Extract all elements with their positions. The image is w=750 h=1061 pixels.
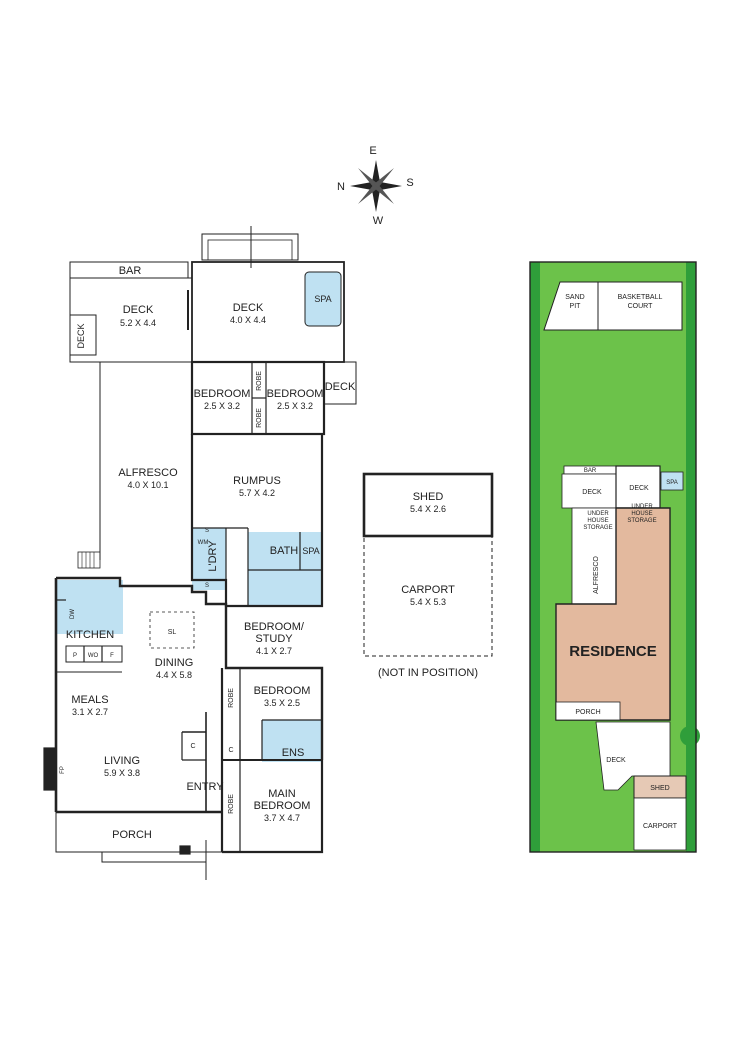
dining-label: DINING (155, 657, 194, 669)
robe-label-4: ROBE (228, 794, 235, 814)
compass-east: E (369, 145, 376, 157)
main-floor-plan (43, 226, 357, 880)
alfresco-size: 4.0 X 10.1 (127, 480, 168, 490)
meals-label: MEALS (71, 694, 108, 706)
fridge-label: F (110, 653, 114, 659)
entry-label: ENTRY (186, 781, 224, 793)
meals-size: 3.1 X 2.7 (72, 707, 108, 717)
bedroom-1-size: 2.5 X 3.2 (204, 401, 240, 411)
deck-left-label: DECK (123, 304, 154, 316)
rumpus-size: 5.7 X 4.2 (239, 488, 275, 498)
carport-label: CARPORT (401, 584, 455, 596)
main-bedroom-size: 3.7 X 4.7 (264, 813, 300, 823)
site-bar-label: BAR (584, 468, 597, 474)
not-in-position-note: (NOT IN POSITION) (378, 667, 478, 679)
site-deck-2-label: DECK (629, 485, 649, 492)
site-deck-1-label: DECK (582, 489, 602, 496)
spa-label: SPA (314, 294, 331, 304)
study-label-2: STUDY (255, 633, 293, 645)
bath-label: BATH (270, 545, 299, 557)
shed-size: 5.4 X 2.6 (410, 504, 446, 514)
porch-label: PORCH (112, 829, 152, 841)
bedroom-2-label: BEDROOM (267, 388, 324, 400)
living-size: 5.9 X 3.8 (104, 768, 140, 778)
main-bedroom-label-2: BEDROOM (254, 800, 311, 812)
carport-size: 5.4 X 5.3 (410, 597, 446, 607)
skylight-label: SL (168, 629, 177, 636)
basketball-label-1: BASKETBALL (618, 294, 663, 301)
robe-label-1: ROBE (256, 371, 263, 391)
compass-rose: E N S W (337, 145, 414, 227)
cupboard-label-1: C (190, 743, 195, 750)
under-storage-left-1: UNDER (587, 511, 609, 517)
sand-pit-label-1: SAND (565, 294, 584, 301)
deck-centre-size: 4.0 X 4.4 (230, 315, 266, 325)
fireplace-label: FP (60, 766, 66, 774)
under-storage-left-3: STORAGE (583, 525, 612, 531)
deck-left-size: 5.2 X 4.4 (120, 318, 156, 328)
residence-label: RESIDENCE (569, 643, 657, 660)
study-label-1: BEDROOM/ (244, 621, 305, 633)
compass-south: S (406, 177, 413, 189)
floor-plan-labels: BAR DECK 5.2 X 4.4 DECK DECK 4.0 X 4.4 S… (60, 265, 356, 841)
dw-label: DW (70, 609, 76, 619)
basketball-label-2: COURT (628, 303, 653, 310)
s-label-2: S (205, 583, 209, 589)
under-storage-left-2: HOUSE (587, 518, 608, 524)
site-plan: SAND PIT BASKETBALL COURT BAR DECK DECK … (529, 261, 700, 853)
shed-label: SHED (413, 491, 444, 503)
dining-size: 4.4 X 5.8 (156, 670, 192, 680)
sand-pit-label-2: PIT (570, 303, 582, 310)
bedroom-2-size: 2.5 X 3.2 (277, 401, 313, 411)
s-label-1: S (205, 528, 209, 534)
alfresco-label: ALFRESCO (118, 467, 178, 479)
robe-label-3: ROBE (228, 688, 235, 708)
under-storage-right-1: UNDER (631, 504, 653, 510)
living-label: LIVING (104, 755, 140, 767)
bedroom-1-label: BEDROOM (194, 388, 251, 400)
kitchen-label: KITCHEN (66, 629, 114, 641)
site-spa-label: SPA (666, 480, 678, 486)
bedroom-3-size: 3.5 X 2.5 (264, 698, 300, 708)
main-bedroom-label-1: MAIN (268, 788, 296, 800)
wm-label: WM (198, 540, 209, 546)
robe-label-2: ROBE (256, 408, 263, 428)
site-carport-label: CARPORT (643, 823, 678, 830)
bath-spa-label: SPA (302, 546, 319, 556)
wo-label: WO (88, 653, 99, 659)
site-alfresco-label: ALFRESCO (593, 556, 600, 594)
rumpus-label: RUMPUS (233, 475, 281, 487)
pantry-label: P (73, 653, 77, 659)
deck-side-label: DECK (76, 323, 86, 348)
bedroom-3-label: BEDROOM (254, 685, 311, 697)
cupboard-label-2: C (228, 747, 233, 754)
laundry-label: L'DRY (207, 540, 219, 572)
site-shed-label: SHED (650, 785, 669, 792)
under-storage-right-2: HOUSE (631, 511, 652, 517)
ensuite-label: ENS (282, 747, 305, 759)
deck-centre-label: DECK (233, 302, 264, 314)
bar-label: BAR (119, 265, 142, 277)
deck-small-label: DECK (325, 381, 356, 393)
under-storage-right-3: STORAGE (627, 518, 656, 524)
compass-north: N (337, 181, 345, 193)
compass-west: W (373, 215, 384, 227)
outbuilding-plan: SHED 5.4 X 2.6 CARPORT 5.4 X 5.3 (NOT IN… (362, 472, 494, 679)
site-deck-front-label: DECK (606, 757, 626, 764)
site-porch-label: PORCH (575, 709, 600, 716)
study-size: 4.1 X 2.7 (256, 646, 292, 656)
